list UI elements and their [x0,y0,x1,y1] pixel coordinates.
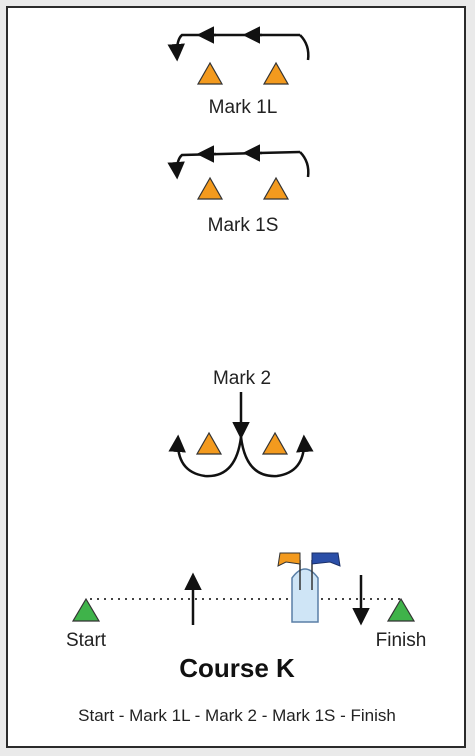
mark-2-right-rounding [239,434,314,478]
finish-label: Finish [375,630,427,651]
mark-buoy-icon [195,431,223,455]
start-buoy-icon [71,597,101,622]
mark-buoy-icon [262,176,290,200]
mark-buoy-icon [196,61,224,85]
course-title: Course K [179,653,295,683]
course-diagram-panel [6,6,466,748]
mark-1l-group [167,26,310,85]
course-description: Start - Mark 1L - Mark 2 - Mark 1S - Fin… [78,706,396,725]
blue-flag-icon [311,552,341,567]
mark-2-label: Mark 2 [212,368,272,389]
rounding-path-1l [167,33,300,62]
start-label: Start [65,630,107,651]
start-finish-line-group [71,552,416,626]
finish-buoy-icon [386,597,416,622]
mark-1s-group [167,144,310,200]
mark-2-left-rounding [168,434,243,478]
rounding-arrow-1s [299,151,310,178]
mark-buoy-icon [261,431,289,455]
mark-2-group [168,392,314,478]
orange-flag-icon [277,552,301,567]
mark-1l-label: Mark 1L [208,97,278,118]
mark-1s-label: Mark 1S [207,215,279,236]
rounding-arrow-1l [299,34,310,61]
mark-buoy-icon [196,176,224,200]
committee-boat-icon [291,560,319,623]
rounding-path-1s [167,150,301,180]
mark-buoy-icon [262,61,290,85]
